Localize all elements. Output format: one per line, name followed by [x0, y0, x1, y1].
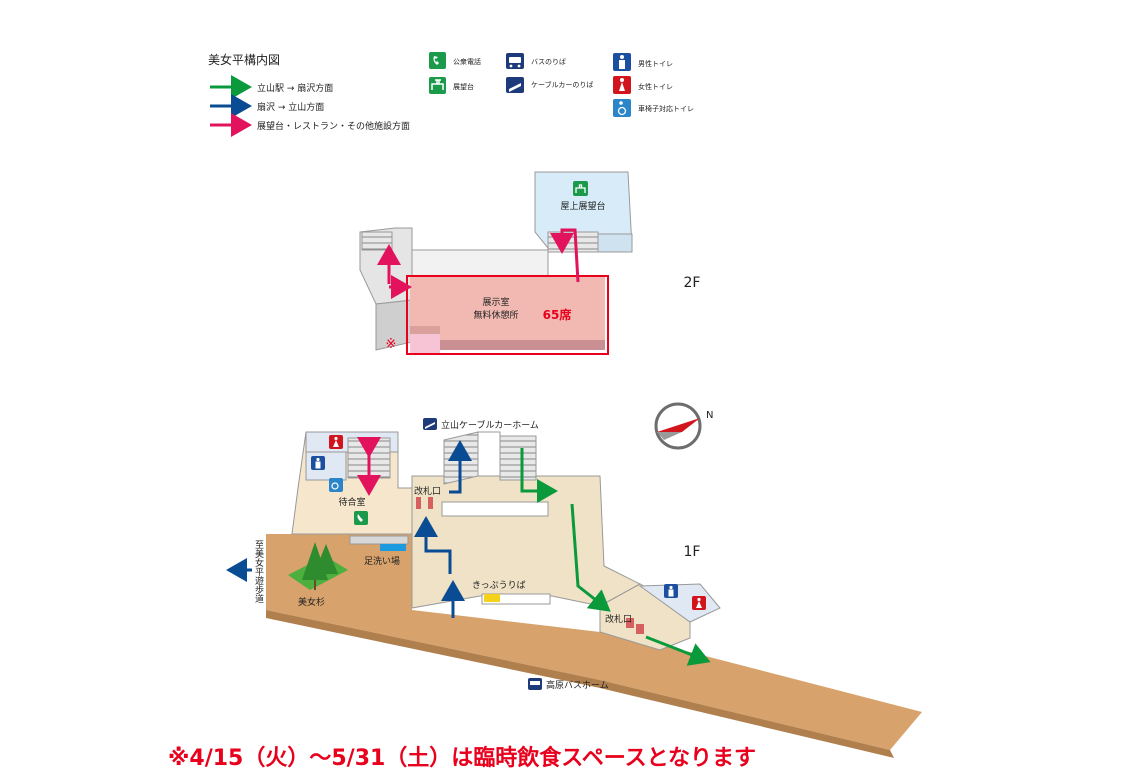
compass-needle-icon — [657, 418, 700, 432]
cable-car-icon — [506, 77, 524, 93]
floor-2f: 屋上展望台 展示室 無料休憩所 65席 ※ 2F — [359, 171, 701, 355]
floor-2f-label: 2F — [684, 275, 701, 291]
rooftop-observatory-label: 屋上展望台 — [560, 200, 605, 212]
route-green-upper — [520, 448, 558, 503]
map-title: 美女平構内図 — [208, 52, 280, 67]
gate-lower-machine — [626, 618, 634, 628]
ground — [266, 534, 922, 750]
phone-icon — [429, 52, 446, 69]
compass: N — [654, 402, 713, 450]
legend-bus-label: バスのりば — [531, 57, 566, 66]
rest-area-label: 無料休憩所 — [473, 309, 518, 321]
temporary-dining-notice: ※4/15（火）～5/31（土）は臨時飲食スペースとなります — [168, 746, 757, 771]
cable-car-platform-label: 立山ケーブルカーホーム — [441, 419, 539, 431]
floor-1f: 立山ケーブルカーホーム 待合室 改札口 改札口 足洗い場 きっぷうりば 美女杉 … — [226, 418, 922, 758]
legend: 立山駅 → 扇沢方面 扇沢 → 立山方面 展望台・レストラン・その他施設方面 公… — [210, 52, 694, 137]
legend-male-toilet-label: 男性トイレ — [638, 59, 673, 68]
legend-route-green-label: 立山駅 → 扇沢方面 — [257, 82, 333, 94]
floor-1f-label: 1F — [684, 544, 701, 560]
note-mark: ※ — [386, 337, 397, 352]
foot-bath — [380, 544, 406, 551]
route-green-lower — [645, 635, 711, 666]
trail-label: 至美女平遊歩道 — [253, 540, 264, 604]
legend-female-toilet-label: 女性トイレ — [638, 82, 673, 91]
compass-north: N — [706, 410, 713, 421]
gate-upper-machine — [416, 497, 421, 509]
legend-route-blue-label: 扇沢 → 立山方面 — [257, 101, 324, 113]
exhibition-room — [410, 276, 605, 342]
ticket-office-label: きっぷうりば — [472, 580, 526, 591]
legend-route-pink-label: 展望台・レストラン・その他施設方面 — [257, 120, 410, 132]
foot-bath-label: 足洗い場 — [364, 555, 400, 567]
waiting-room-label: 待合室 — [338, 496, 365, 508]
legend-cable-car-label: ケーブルカーのりば — [531, 80, 593, 89]
observatory-icon — [429, 77, 446, 94]
concourse — [411, 475, 642, 609]
wheelchair-toilet-1f-icon — [329, 478, 343, 492]
seat-count: 65席 — [543, 307, 572, 322]
legend-wheelchair-toilet-label: 車椅子対応トイレ — [638, 104, 694, 113]
route-green-middle — [570, 503, 611, 612]
bus-platform-label: 高原バスホーム — [546, 679, 609, 691]
tree-label: 美女杉 — [298, 596, 325, 608]
legend-observatory-label: 展望台 — [453, 82, 474, 91]
exhibition-room-label: 展示室 — [482, 296, 509, 308]
gate-upper-label: 改札口 — [414, 485, 441, 497]
route-blue-middle — [414, 516, 452, 574]
legend-phone-label: 公衆電話 — [453, 57, 481, 66]
gate-lower-label: 改札口 — [605, 613, 632, 625]
route-blue-upper — [448, 440, 472, 494]
exhibition-highlight-frame — [406, 275, 609, 355]
